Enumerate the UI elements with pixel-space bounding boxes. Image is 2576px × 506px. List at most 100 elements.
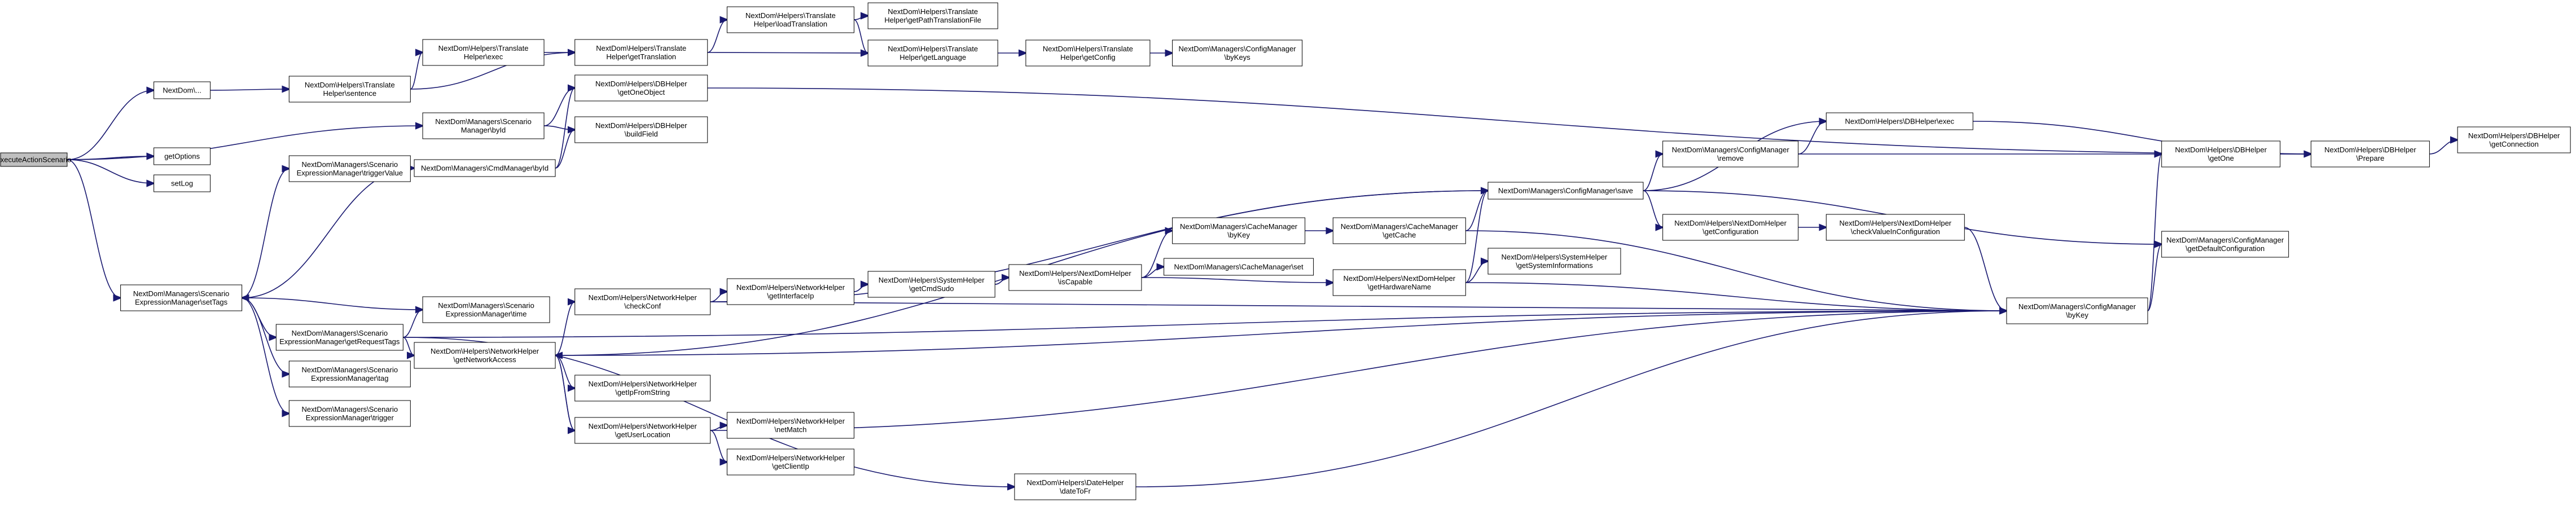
node-box [275,324,403,351]
graph-node-cam-getCache[interactable]: NextDom\Managers\CacheManager\getCache [1332,217,1466,244]
node-label: \dateToFr [1060,487,1091,495]
graph-node-db-buildField[interactable]: NextDom\Helpers\DBHelper\buildField [574,116,708,143]
node-label: NextDom\Helpers\NetworkHelper [736,283,845,292]
edge-cmd-byId-to-db-buildField [555,130,575,169]
graph-node-sem-setTags[interactable]: NextDom\Managers\ScenarioExpressionManag… [120,284,243,311]
node-box [1025,39,1151,67]
graph-node-cam-set[interactable]: NextDom\Managers\CacheManager\set [1164,258,1314,276]
node-box [422,39,545,66]
edge-th-loadTranslation-to-th-getPath [854,16,868,20]
edge-cm-save-to-ndh-getConfiguration [1643,190,1663,227]
node-box [288,360,411,388]
edge-nh-getUserLocation-to-nh-getClientIp [710,430,727,462]
graph-node-cam-byKey[interactable]: NextDom\Managers\CacheManager\byKey [1172,217,1306,244]
graph-node-ndh-getConfiguration[interactable]: NextDom\Helpers\NextDomHelper\getConfigu… [1662,214,1799,241]
edge-sem-getRequestTags-to-nh-getNetworkAccess [403,337,414,355]
node-box [288,400,411,427]
graph-node-th-loadTranslation[interactable]: NextDom\Helpers\TranslateHelper\loadTran… [726,6,854,33]
graph-node-db-Prepare[interactable]: NextDom\Helpers\DBHelper\Prepare [2310,140,2430,168]
node-label: NextDom\Helpers\NetworkHelper [589,293,697,302]
node-box [1172,39,1303,67]
node-label: \getClientIp [772,462,809,470]
graph-node-cm-byKeys[interactable]: NextDom\Managers\ConfigManager\byKeys [1172,39,1303,67]
edge-cmd-byId-to-db-getOneObject [555,88,575,169]
graph-node-nh-getUserLocation[interactable]: NextDom\Helpers\NetworkHelper\getUserLoc… [574,417,711,444]
edge-cm-remove-to-db-exec [1798,121,1827,155]
edge-sh-getCmdSudo-to-ndh-isCapable [995,278,1009,285]
graph-node-cm-save[interactable]: NextDom\Managers\ConfigManager\save [1487,182,1644,200]
graph-node-nextdom-dots[interactable]: NextDom\... [153,81,211,99]
graph-node-th-getConfig[interactable]: NextDom\Helpers\TranslateHelper\getConfi… [1025,39,1151,67]
node-label: NextDom\Helpers\NetworkHelper [736,417,845,425]
graph-node-root[interactable]: executeActionScenario [0,152,71,167]
edge-cam-getCache-to-cm-save [1465,191,1488,231]
node-label: getOptions [164,152,200,161]
graph-node-sh-getCmdSudo[interactable]: NextDom\Helpers\SystemHelper\getCmdSudo [867,271,995,298]
graph-node-setLog[interactable]: setLog [153,174,211,192]
node-label: Helper\getTranslation [606,52,676,61]
node-box [1332,217,1466,244]
node-label: NextDom\Managers\Scenario [292,329,388,337]
edge-ndh-isCapable-to-cam-byKey [1141,231,1173,278]
node-label: \getCache [1383,231,1416,239]
node-box [1487,248,1621,275]
edge-db-Prepare-to-db-getConnection [2429,140,2457,155]
node-box [726,448,854,476]
edge-th-getTranslation-to-th-getLanguage [707,52,868,53]
node-label: ExpressionManager\time [446,310,527,318]
graph-node-cm-byKey[interactable]: NextDom\Managers\ConfigManager\byKey [2006,297,2148,324]
graph-node-th-getTranslation[interactable]: NextDom\Helpers\TranslateHelper\getTrans… [574,39,708,66]
node-label: \getOne [2208,154,2234,162]
edge-db-getOneObject-to-db-Prepare [707,87,2311,154]
node-box [574,288,711,315]
graph-node-sem-trigger[interactable]: NextDom\Managers\ScenarioExpressionManag… [288,400,411,427]
graph-node-getOptions[interactable]: getOptions [153,147,211,165]
graph-node-cm-remove[interactable]: NextDom\Managers\ConfigManager\remove [1662,140,1799,168]
graph-node-nh-getNetworkAccess[interactable]: NextDom\Helpers\NetworkHelper\getNetwork… [414,342,556,369]
graph-node-db-getConnection[interactable]: NextDom\Helpers\DBHelper\getConnection [2457,126,2571,153]
node-label: NextDom\Helpers\DBHelper [595,121,687,130]
node-box [153,174,211,192]
node-label: NextDom\Managers\CmdManager\byId [421,164,548,173]
node-label: NextDom\Helpers\Translate [596,44,686,52]
node-label: Manager\byId [461,126,506,134]
edge-th-sentence-to-th-exec [410,52,423,90]
graph-node-th-getPath[interactable]: NextDom\Helpers\TranslateHelper\getPathT… [867,2,998,29]
edge-nh-getInterfaceIp-to-sh-getCmdSudo [854,284,868,292]
graph-node-nh-getClientIp[interactable]: NextDom\Helpers\NetworkHelper\getClientI… [726,448,854,476]
node-label: NextDom\Helpers\Translate [438,44,529,52]
graph-node-sem-triggerValue[interactable]: NextDom\Managers\ScenarioExpressionManag… [288,155,411,182]
graph-node-dh-dateToFr[interactable]: NextDom\Helpers\DateHelper\dateToFr [1014,473,1136,500]
graph-node-cmd-byId[interactable]: NextDom\Managers\CmdManager\byId [414,159,556,177]
node-box [1332,269,1466,296]
edge-root-to-sm-byId [67,126,423,160]
graph-node-sem-tag[interactable]: NextDom\Managers\ScenarioExpressionManag… [288,360,411,388]
graph-node-ndh-checkValue[interactable]: NextDom\Helpers\NextDomHelper\checkValue… [1825,214,1965,241]
node-label: \Prepare [2356,154,2384,162]
graph-node-nh-checkConf[interactable]: NextDom\Helpers\NetworkHelper\checkConf [574,288,711,315]
graph-node-sem-getRequestTags[interactable]: NextDom\Managers\ScenarioExpressionManag… [275,324,403,351]
graph-node-nh-netMatch[interactable]: NextDom\Helpers\NetworkHelper\netMatch [726,412,854,439]
node-label: NextDom\Helpers\DBHelper\exec [1845,117,1954,126]
graph-node-db-exec[interactable]: NextDom\Helpers\DBHelper\exec [1825,112,1973,130]
graph-node-sh-getSystemInfo[interactable]: NextDom\Helpers\SystemHelper\getSystemIn… [1487,248,1621,275]
edge-nh-getNetworkAccess-to-nh-getIpFromString [555,355,575,388]
graph-node-ndh-isCapable[interactable]: NextDom\Helpers\NextDomHelper\isCapable [1008,264,1142,291]
graph-node-db-getOne[interactable]: NextDom\Helpers\DBHelper\getOne [2161,140,2281,168]
graph-node-nh-getInterfaceIp[interactable]: NextDom\Helpers\NetworkHelper\getInterfa… [726,278,854,305]
graph-node-db-getOneObject[interactable]: NextDom\Helpers\DBHelper\getOneObject [574,74,708,102]
graph-node-cm-getDefault[interactable]: NextDom\Managers\ConfigManager\getDefaul… [2161,231,2289,258]
node-label: \buildField [625,130,658,138]
node-label: \getInterfaceIp [767,292,814,300]
node-label: NextDom\Managers\Scenario [133,289,230,298]
node-label: \getUserLocation [615,430,670,439]
node-label: Helper\getLanguage [899,53,966,61]
graph-node-ndh-getHardwareName[interactable]: NextDom\Helpers\NextDomHelper\getHardwar… [1332,269,1466,296]
graph-node-sem-time[interactable]: NextDom\Managers\ScenarioExpressionManag… [422,296,550,323]
node-label: NextDom\Helpers\Translate [305,81,395,89]
graph-node-nh-getIpFromString[interactable]: NextDom\Helpers\NetworkHelper\getIpFromS… [574,375,711,402]
graph-node-th-getLanguage[interactable]: NextDom\Helpers\TranslateHelper\getLangu… [867,39,998,67]
